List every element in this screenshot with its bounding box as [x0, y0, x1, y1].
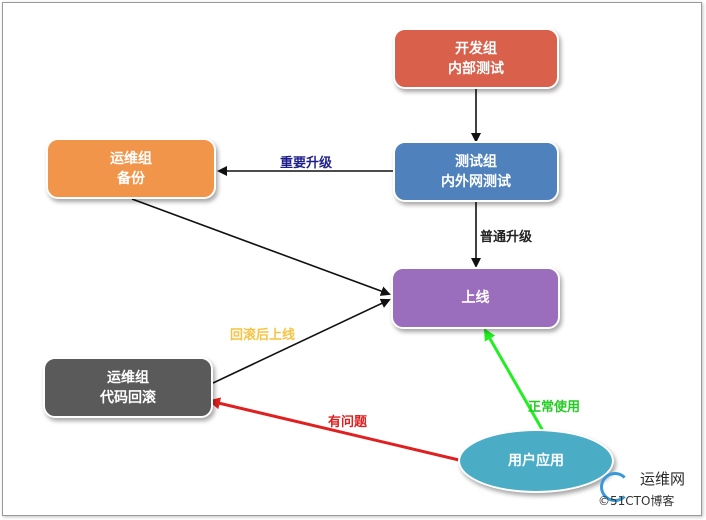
watermark-subtitle: ©51CTO博客: [598, 494, 675, 508]
arrow-rollback-to-golive: [212, 298, 391, 384]
watermark-logo-icon: [600, 472, 630, 502]
node-ops-backup: 运维组 备份: [46, 138, 216, 199]
node-dev-test: 开发组 内部测试: [393, 28, 559, 89]
node-qa-test-line2: 内外网测试: [441, 173, 511, 190]
watermark-title: 运维网: [640, 470, 686, 488]
arrow-user-to-golive: [483, 328, 545, 432]
node-user-app-label: 用户应用: [508, 453, 564, 469]
node-ops-backup-line2: 备份: [117, 170, 145, 187]
edge-label-rollback-relaunch: 回滚后上线: [230, 328, 296, 343]
arrow-user-to-rollback: [208, 397, 460, 462]
node-ops-rollback-line1: 运维组: [107, 369, 149, 386]
node-ops-rollback-line2: 代码回滚: [100, 389, 156, 406]
node-qa-test-line1: 测试组: [455, 153, 497, 170]
arrow-backup-to-golive: [131, 198, 391, 296]
node-ops-rollback: 运维组 代码回滚: [43, 357, 213, 418]
edge-label-normal-use: 正常使用: [528, 400, 581, 415]
watermark: 运维网 ©51CTO博客: [596, 466, 696, 512]
node-ops-backup-line1: 运维组: [110, 150, 152, 167]
node-user-app: 用户应用: [458, 429, 614, 493]
node-go-live: 上线: [391, 267, 560, 329]
node-go-live-label: 上线: [461, 290, 490, 306]
edge-label-has-problem: 有问题: [328, 415, 368, 430]
edge-label-important-upgrade: 重要升级: [280, 156, 333, 171]
node-dev-test-line1: 开发组: [455, 40, 497, 57]
node-dev-test-line2: 内部测试: [448, 60, 504, 77]
node-qa-test: 测试组 内外网测试: [393, 141, 559, 202]
edge-label-normal-upgrade: 普通升级: [480, 230, 533, 245]
